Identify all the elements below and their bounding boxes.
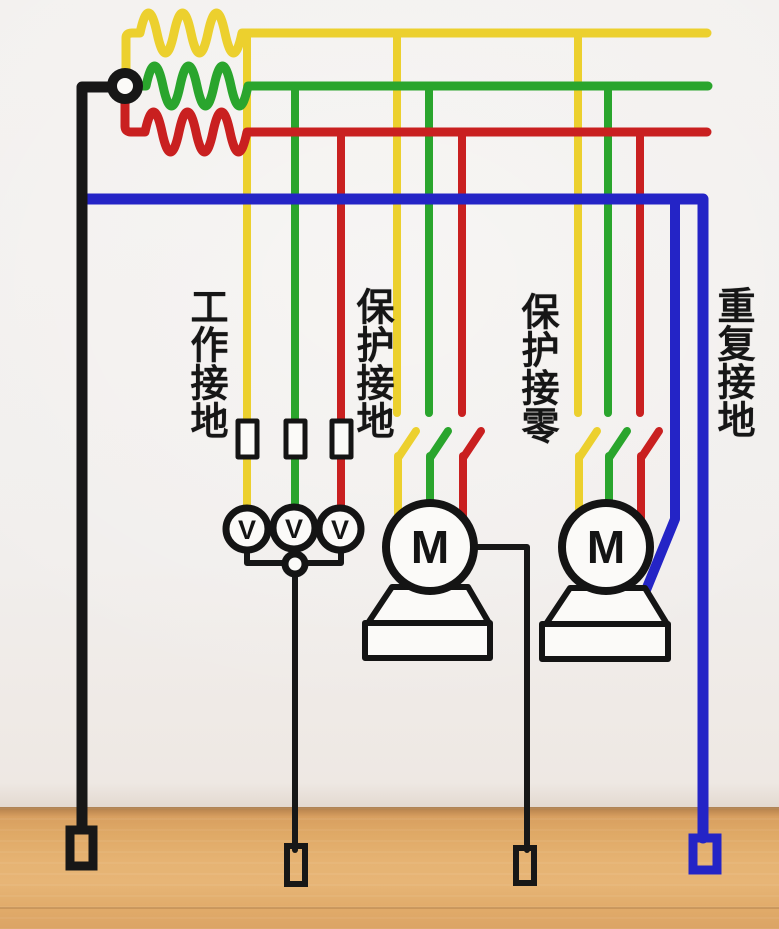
voltmeter-3-label: V — [331, 515, 349, 545]
electrode-repeated-ground — [688, 833, 722, 875]
transformer-star-point — [107, 68, 143, 104]
voltmeter-star-junction — [281, 550, 309, 578]
electrode-protective-ground — [513, 845, 537, 886]
voltmeter-1-label: V — [238, 515, 256, 545]
working-ground-wire — [76, 81, 119, 834]
phase-red-coil-and-bus — [120, 92, 712, 157]
motor-1-label: M — [411, 521, 449, 573]
label-protective-ground: 保护接地 — [350, 287, 392, 439]
motor1-protective-ground-wire — [463, 544, 530, 853]
motor-2 — [558, 499, 654, 595]
motor-1 — [382, 499, 478, 595]
fuse-yellow — [235, 418, 260, 460]
wood-floor — [0, 807, 779, 929]
voltmeter-1 — [222, 504, 272, 554]
neutral-bus-and-repeated-ground-drop — [77, 193, 709, 844]
label-protective-neutral: 保护接零 — [515, 292, 557, 444]
label-working-ground: 工作接地 — [184, 287, 226, 439]
phase-yellow-coil-and-bus — [121, 8, 712, 75]
electrode-working-ground — [65, 825, 98, 871]
phase-green-coil-and-bus — [135, 61, 713, 111]
floor-plank-seam — [0, 907, 779, 909]
electrode-voltmeter-ground — [284, 843, 308, 887]
neutral-drop-motor2-case — [641, 194, 680, 595]
motor2-stand-base — [539, 621, 671, 662]
fuse-green — [283, 418, 308, 460]
voltmeter-2-label: V — [285, 514, 303, 544]
motor1-stand-base — [362, 620, 493, 661]
fuse-red — [329, 418, 354, 460]
label-repeated-ground: 重复接地 — [711, 286, 753, 438]
voltmeter-2 — [269, 503, 319, 553]
motor-2-label: M — [587, 521, 625, 573]
voltmeter-3 — [315, 504, 365, 554]
